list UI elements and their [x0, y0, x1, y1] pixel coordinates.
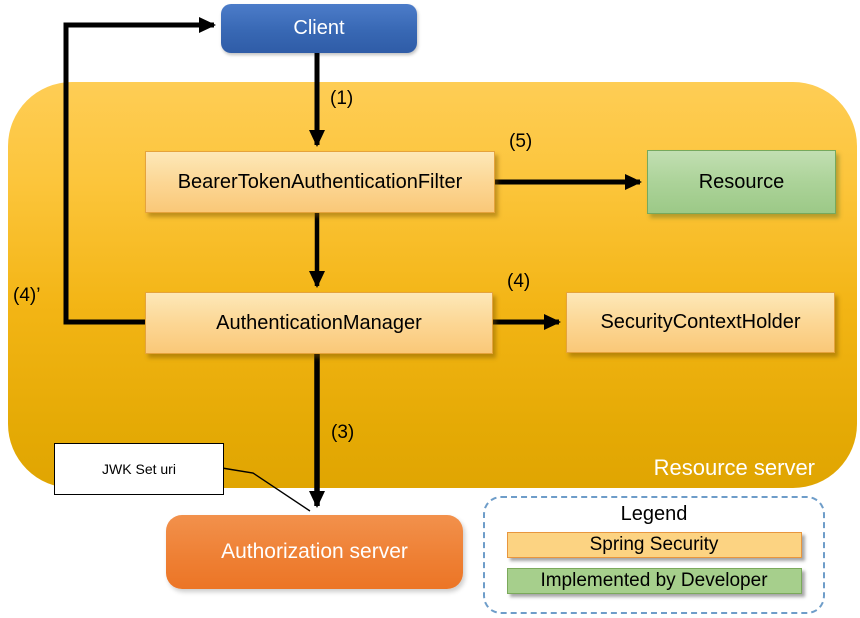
node-bearer-token-authentication-filter: BearerTokenAuthenticationFilter [145, 151, 495, 213]
legend-item-spring-security: Spring Security [506, 532, 802, 558]
edge-authmanager-to-client [63, 17, 216, 325]
legend-item-implemented-by-developer: Implemented by Developer [506, 568, 802, 594]
edge-label-step4: (4) [507, 271, 531, 292]
node-security-context-holder: SecurityContextHolder [566, 292, 835, 353]
node-client: Client [221, 4, 417, 53]
legend: Legend Spring Security Implemented by De… [483, 496, 825, 614]
node-authorization-server: Authorization server [166, 515, 463, 589]
edge-label-step4-prime: (4)’ [13, 285, 41, 306]
resource-server-container [8, 82, 857, 488]
resource-server-label: Resource server [653, 455, 815, 480]
edge-label-step5: (5) [509, 131, 533, 152]
edge-label-step1: (1) [330, 88, 354, 109]
legend-title: Legend [620, 503, 688, 525]
edge-label-step3: (3) [331, 422, 355, 443]
node-resource: Resource [647, 150, 836, 214]
node-authentication-manager: AuthenticationManager [145, 292, 493, 354]
jwk-set-uri-callout: JWK Set uri [54, 443, 224, 495]
jwk-callout-line [221, 467, 311, 512]
